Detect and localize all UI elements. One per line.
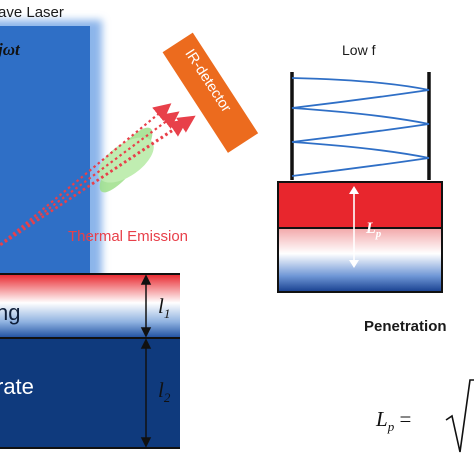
thermal-emission-label: Thermal Emission [68,228,189,245]
low-frequency-label: Low f [342,42,376,58]
thickness-2-label: l2 [158,378,171,406]
penetration-heading: Penetration [364,318,447,335]
laser-beam [0,20,102,282]
ir-detector [162,32,259,153]
penetration-depth-label: Lp [366,220,382,241]
inset-diagram [277,72,443,293]
inset-bottom-layer [277,227,443,293]
penetration-formula: Lp = [376,407,412,435]
substrate-label: rate [0,374,34,399]
laser-label: ave Laser [0,4,64,21]
laser-modulation-formula: jωt [0,40,20,59]
sqrt-sign [445,379,474,453]
inset-top-layer [277,181,443,229]
thermal-wave [291,77,430,177]
coating-layer [0,274,180,338]
sample-layers [0,273,180,449]
substrate-layer [0,338,180,448]
thermal-emission-rays [0,103,196,247]
dimension-arrows [140,274,152,448]
coating-label: ng [0,300,21,325]
thickness-1-label: l1 [158,294,171,322]
